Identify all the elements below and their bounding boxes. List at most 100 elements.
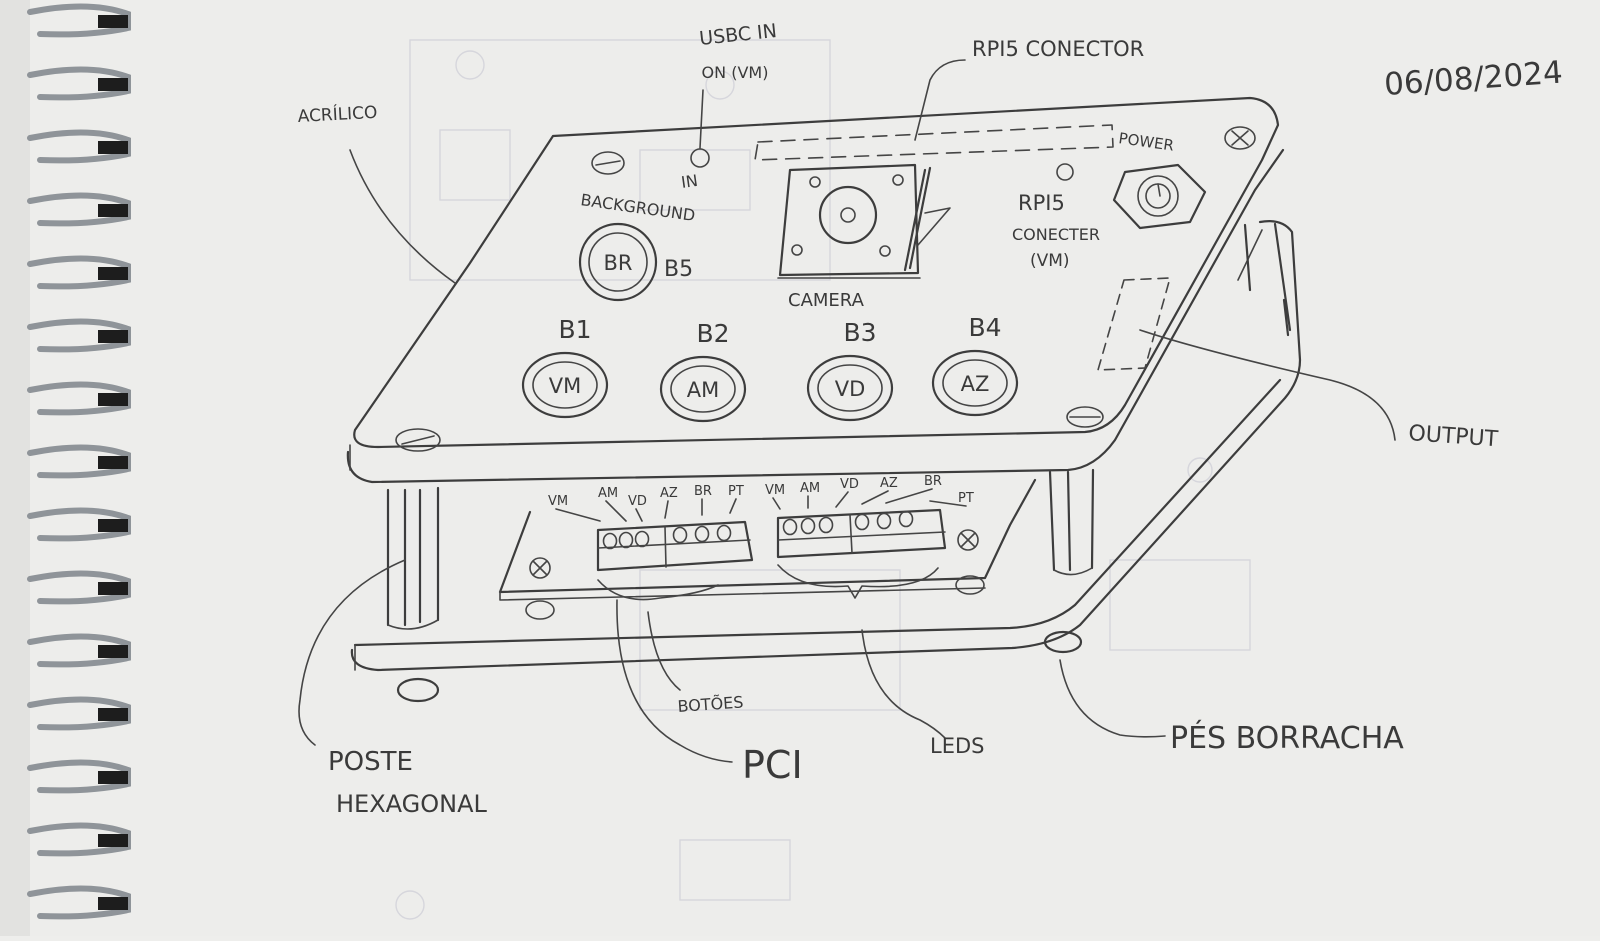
button-cap-label: VM [549,374,581,398]
rpi5-led-icon [1056,163,1074,181]
screw-icon [957,529,979,551]
terminal-label: VM [548,494,568,509]
terminal-label: BR [694,484,712,499]
rpi5-connector-top-label: RPi5 conector [972,37,1144,61]
spiral-coil [27,633,131,668]
button-cap-label: VD [835,377,866,401]
rpi5-conector-label: conecter [1012,225,1100,244]
corner-screw-icon [395,428,441,452]
top-plate [346,96,1285,484]
terminal-hole [618,531,634,549]
button-id-label: B1 [558,315,591,344]
terminal-label: VM [765,483,785,498]
terminal-hole [716,524,732,542]
leds-label: LEDs [930,734,984,758]
spiral-binding [27,3,131,920]
power-button-icon [1112,163,1207,230]
spiral-coil [27,822,131,857]
spiral-coil [27,570,131,605]
terminal-holes-right [782,510,914,536]
button-cap-label: AM [687,378,719,402]
button-id-label: B2 [696,319,729,348]
spiral-coil [27,507,131,542]
terminal-holes-left [602,524,732,550]
brace-leds [777,564,939,599]
button-b1: VM [521,351,609,419]
terminal-block-leds [776,508,947,559]
rpi5-side-label: RPi5 [1018,191,1065,215]
hexagonal-post-right [1043,468,1095,654]
terminal-label: Pt [958,491,974,506]
spiral-coil [27,129,131,164]
terminal-label: AM [800,481,820,496]
terminal-labels-left: VM AM VD AZ BR Pt [548,484,744,522]
spiral-coil [27,759,131,794]
camera-module [777,163,951,279]
spiral-coil [27,255,131,290]
terminal-label: AM [598,486,618,501]
spiral-coil [27,3,131,38]
terminal-hole [634,530,650,548]
terminal-hole [782,518,798,536]
button-cap-label: AZ [961,372,990,396]
button-id-label: B3 [843,318,876,347]
post-label-line1: Poste [328,747,413,777]
paper-left-shade [0,0,30,936]
spiral-coil [27,444,131,479]
pcb-label: PCI [742,743,803,787]
terminal-hole [854,513,870,531]
output-cutout [1097,277,1171,371]
corner-screw-icon [1224,126,1256,150]
button-labels: B1 B2 B3 B4 [558,313,1001,348]
spiral-coil [27,192,131,227]
pcb-board [498,478,1037,620]
post-label-line2: Hexagonal [336,790,488,818]
terminal-label: VD [840,477,859,492]
camera-label: Camera [788,290,865,311]
button-b3: VD [806,354,894,422]
spiral-coil [27,66,131,101]
bleed-through-marks [395,39,1251,920]
b5-label: B5 [664,257,693,282]
hexagonal-post-left [386,486,440,703]
button-id-label: B4 [968,313,1001,342]
spiral-coil [27,318,131,353]
br-button-label: BR [604,251,633,275]
corner-screw-icon [591,151,625,175]
botoes-label: Botões [677,692,744,716]
terminal-label: BR [924,474,942,489]
usbc-led-icon [690,148,710,168]
usbc-on-label: ON (VM) [702,63,769,82]
terminal-hole [800,517,816,535]
rpi5-vm-label: (VM) [1030,251,1070,271]
spiral-coil [27,885,131,920]
button-b4: AZ [931,349,1019,417]
terminal-labels-right: VM AM VD AZ BR Pt [765,474,974,510]
terminal-label: VD [628,494,647,509]
terminal-hole [602,532,618,550]
spiral-coil [27,696,131,731]
brace-botoes [597,579,719,601]
bottom-plate [350,220,1302,672]
hexagonal-post-back [1243,222,1292,337]
terminal-hole [818,516,834,534]
terminal-label: AZ [880,476,898,491]
background-button [578,222,658,302]
spiral-coil [27,381,131,416]
button-row: VM AM VD AZ [521,349,1019,423]
terminal-hole [694,525,710,543]
in-label: IN [680,171,699,192]
screw-icon [529,557,551,579]
terminal-hole [898,510,914,528]
button-b2: AM [659,355,747,423]
feet-label: Pés Borracha [1170,720,1404,756]
corner-screw-icon [1066,406,1104,428]
terminal-label: AZ [660,486,678,501]
terminal-hole [876,512,892,530]
rpi5-connector-cutout [754,124,1114,161]
terminal-hole [672,526,688,544]
terminal-label: Pt [728,484,744,499]
